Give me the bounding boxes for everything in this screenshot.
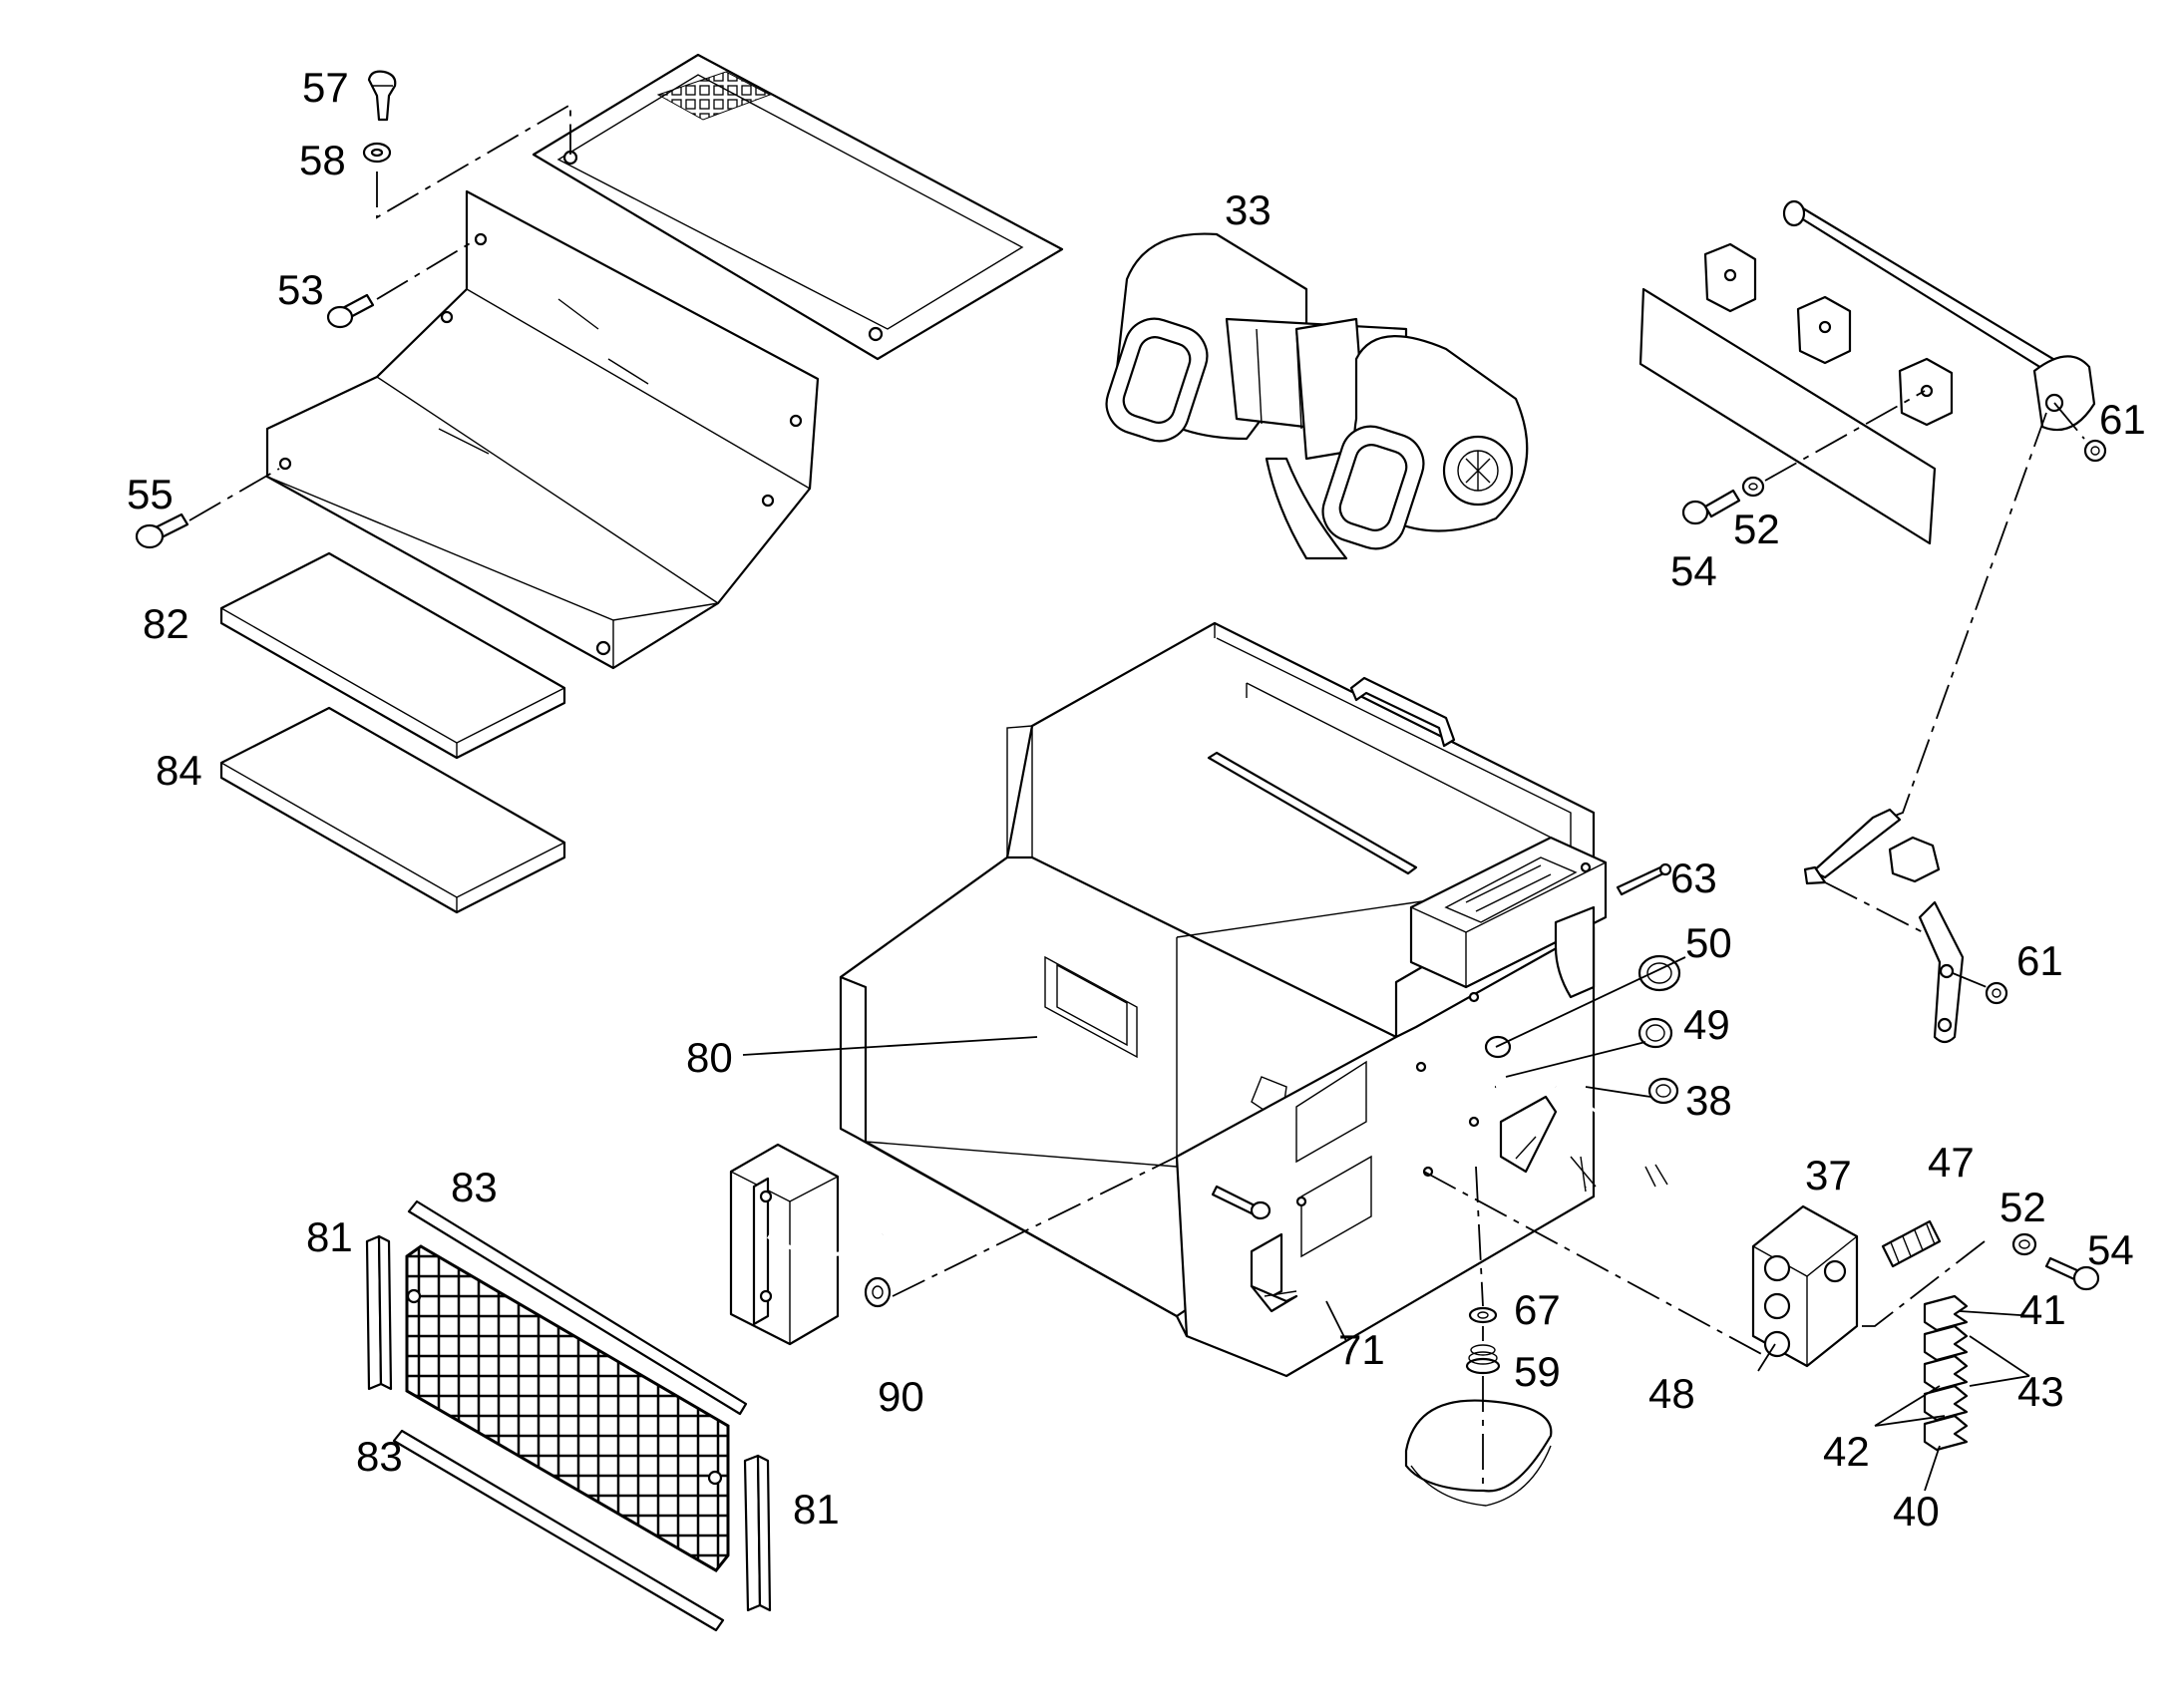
assembly-line-junction — [1423, 1171, 1766, 1357]
callout-37: 37 — [1805, 1152, 1852, 1198]
top-cover-plate — [532, 53, 1064, 361]
part-49-grommet — [1637, 1017, 1673, 1049]
part-63-pin — [1616, 862, 1672, 896]
part-54-screw-top — [1681, 489, 1741, 525]
assembly-line-53 — [376, 238, 478, 300]
part-81-left-post — [365, 1234, 393, 1391]
cabinet-screw-71 — [1211, 1185, 1272, 1220]
callout-55: 55 — [127, 471, 174, 517]
part-58-washer — [362, 142, 392, 164]
assembly-line-foot — [1475, 1166, 1484, 1486]
callout-50: 50 — [1685, 919, 1732, 966]
callout-49: 49 — [1683, 1001, 1730, 1048]
side-bracket — [729, 1143, 885, 1346]
filter-grille — [405, 1244, 730, 1572]
assembly-line-61-lower — [1952, 972, 1988, 988]
callout-41: 41 — [2019, 1286, 2066, 1333]
callout-81-left: 81 — [306, 1213, 353, 1260]
callout-42: 42 — [1823, 1428, 1870, 1475]
foot-pad — [1404, 1399, 1553, 1507]
terminal-strip — [1923, 1294, 1969, 1452]
part-84-pad — [219, 706, 566, 914]
part-50-grommet — [1637, 954, 1681, 992]
callout-80: 80 — [686, 1034, 733, 1081]
callout-59: 59 — [1514, 1348, 1561, 1395]
part-83-top-bar — [407, 1199, 748, 1416]
part-57-screw — [367, 70, 397, 122]
callout-67: 67 — [1514, 1286, 1561, 1333]
callout-47: 47 — [1928, 1139, 1975, 1186]
callout-38: 38 — [1685, 1077, 1732, 1124]
assembly-line-61-top — [2053, 402, 2085, 440]
mounting-plate — [1638, 287, 1937, 545]
callout-43: 43 — [2017, 1368, 2064, 1415]
assembly-line-lever-lower — [1824, 881, 1934, 938]
part-37-junction-box — [1751, 1204, 1859, 1368]
side-opening — [1554, 905, 1596, 999]
part-38-grommet — [1647, 1077, 1679, 1105]
support-rod — [1782, 199, 2096, 432]
part-55-screw — [135, 512, 189, 549]
cabinet-top-panel — [265, 189, 820, 670]
callout-52-top: 52 — [1733, 506, 1780, 552]
part-90-lock-washer — [864, 1276, 892, 1308]
part-52-washer-top — [1741, 476, 1765, 498]
clip-brackets — [1703, 242, 1954, 427]
callout-84: 84 — [156, 747, 202, 794]
part-82-pad — [219, 551, 566, 760]
assembly-line-55 — [188, 468, 280, 521]
callout-52-lower: 52 — [1999, 1184, 2046, 1230]
callout-81-right: 81 — [793, 1486, 840, 1533]
callout-61-top: 61 — [2099, 396, 2146, 443]
part-52-washer-lower — [2011, 1232, 2037, 1256]
part-83-bottom-bar — [392, 1429, 725, 1632]
callout-54-top: 54 — [1670, 547, 1717, 594]
crank-lever — [1803, 808, 1902, 885]
part-67-washer — [1468, 1306, 1498, 1324]
callout-63: 63 — [1670, 854, 1717, 901]
callout-83-bottom: 83 — [356, 1433, 403, 1480]
part-81-right-post — [743, 1454, 772, 1612]
callout-82: 82 — [143, 600, 189, 647]
part-54-screw-lower — [2044, 1256, 2100, 1291]
callout-71: 71 — [1338, 1326, 1385, 1373]
assembly-line-52-lower — [1855, 1240, 1986, 1327]
lever-arm — [1918, 900, 1965, 1044]
leader-lines — [742, 956, 2035, 1492]
part-61-nut-top — [2083, 439, 2107, 463]
assembly-line-52-top — [1764, 390, 1926, 482]
cabinet-foot-bracket — [1499, 1095, 1558, 1174]
control-box — [1409, 836, 1608, 989]
callout-61-lower: 61 — [2016, 937, 2063, 984]
part-59-spring-nut — [1465, 1344, 1501, 1375]
callout-labels: 57 58 53 55 82 84 33 61 52 54 63 50 49 3… — [127, 64, 2146, 1535]
assembly-line-57 — [376, 103, 571, 219]
part-33-blower — [1105, 232, 1529, 560]
part-47-spring-fitting — [1881, 1219, 1942, 1268]
callout-58: 58 — [299, 137, 346, 183]
callout-57: 57 — [302, 64, 349, 111]
part-53-screw — [326, 293, 375, 329]
callout-54-lower: 54 — [2087, 1226, 2134, 1273]
callout-33: 33 — [1225, 186, 1272, 233]
callout-48: 48 — [1648, 1370, 1695, 1417]
part-61-nut-lower — [1985, 981, 2008, 1005]
callout-90: 90 — [878, 1373, 924, 1420]
callout-40: 40 — [1893, 1488, 1940, 1535]
cam-block — [1888, 836, 1941, 883]
callout-53: 53 — [277, 266, 324, 313]
assembly-line-90 — [892, 1156, 1178, 1297]
callout-83-top: 83 — [451, 1164, 498, 1210]
